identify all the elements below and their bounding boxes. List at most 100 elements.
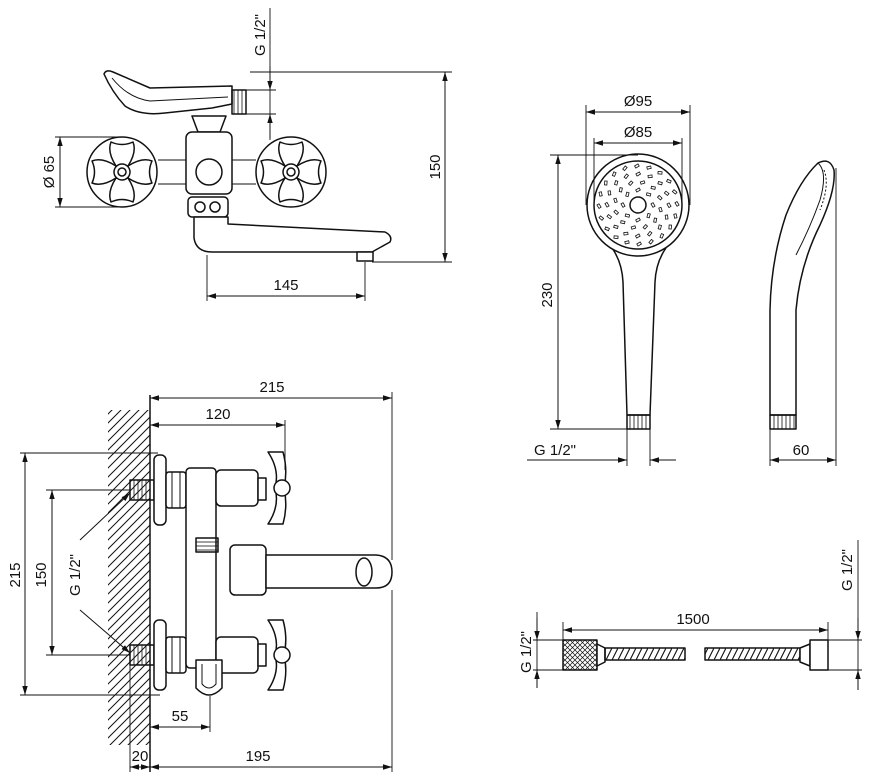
dim-hose-thread-left: G 1/2" [518,612,563,688]
dim-label-handle-diameter: Ø 65 [41,156,58,189]
hose-right-nut [809,639,829,671]
shower-handle [611,247,667,416]
nozzle [664,214,669,220]
dim-inlet-thread: G 1/2" [67,492,131,654]
spout [193,216,392,253]
nozzle [674,201,680,207]
dim-label-holder-offset: 55 [172,708,189,725]
nozzle [624,240,630,245]
nozzle [598,215,605,221]
nozzle [666,202,672,209]
nozzle [613,224,619,229]
nozzle [659,233,665,239]
upper-inlet-thread [129,479,155,501]
shower-head-side: 60 [769,160,837,466]
dim-label-shower-depth: 60 [793,442,810,459]
nozzle [596,203,602,209]
nozzle [620,202,626,208]
lower-flange [153,619,167,691]
nozzle [671,189,678,195]
dim-shower-length: 230 [539,154,638,430]
dim-spout-length: 145 [206,255,366,301]
central-column [185,467,217,669]
hose-left-nut [562,639,598,671]
shower-side-thread [769,414,797,430]
dim-label-spout-reach: 195 [245,748,270,765]
dim-height: 150 [250,71,452,263]
nozzle [645,192,652,197]
nozzle [604,226,610,232]
upper-cross-handle [267,451,291,525]
nozzle [635,171,642,177]
nozzle [657,224,662,230]
dim-label-height: 150 [427,154,444,179]
nozzle [657,171,663,175]
nozzle [648,238,654,245]
front-view-mixer: G 1/2" 150 Ø 65 145 [41,8,452,301]
lever-neck [191,115,227,133]
dim-body-offset: 120 [150,406,286,470]
dim-inlet-spacing: 150 [33,489,130,656]
dim-thread-front: G 1/2" [246,8,276,140]
nozzle [623,173,630,180]
nozzle [673,213,678,219]
nozzle [622,165,628,172]
hose-right-cone [799,643,811,667]
dim-shower-thread: G 1/2" [527,429,676,466]
upper-eccentric [165,471,187,509]
shower-head-front: Ø95 Ø85 230 G 1/2" [527,93,691,466]
dim-wall-gap: 20 [129,665,150,772]
right-cross-handle [255,136,327,208]
dim-label-inner-diameter: Ø85 [624,124,652,141]
dim-inner-diameter: Ø85 [593,124,683,205]
dim-label-hose-length: 1500 [676,611,709,628]
dim-label-overall-height: 215 [7,562,24,587]
nozzle [611,171,617,177]
dim-label-overall-width: 215 [259,379,284,396]
nozzle [614,180,619,186]
dim-hose-thread-right: G 1/2" [828,540,862,690]
dim-label-inlet-thread: G 1/2" [67,554,84,596]
nozzle [634,163,640,169]
nozzle [613,235,619,239]
spout-connector [229,544,267,596]
column-ring [195,537,219,553]
nozzle [606,213,613,220]
lower-inlet-thread [129,644,155,666]
plan-spout [265,554,393,589]
nozzle [650,185,656,190]
dim-overall-height: 215 [7,452,160,696]
dim-overall-width: 215 [150,379,393,560]
dim-shower-depth: 60 [769,168,837,466]
nozzle [656,194,663,201]
upper-flange [153,454,167,526]
nozzle [639,180,646,185]
nozzle [604,201,610,208]
dim-label-hose-thread-right: G 1/2" [839,549,856,591]
nozzle [620,220,626,225]
dim-handle-diameter: Ø 65 [41,136,122,208]
nozzle [646,165,652,170]
lever-handle [103,70,233,115]
nozzle [653,217,658,223]
nozzle [666,178,672,184]
body-center-cap [195,158,223,186]
plan-view-mixer: 215 120 215 150 G 1/2" 55 [7,379,393,772]
nozzle [634,233,641,239]
nozzle [658,206,663,213]
dim-label-hose-thread-left: G 1/2" [518,631,535,673]
shower-side-profile [769,160,835,416]
outlet-thread [231,89,247,115]
nozzle [657,181,663,186]
nozzle [613,209,620,216]
diverter [187,196,229,218]
dim-label-wall-gap: 20 [132,748,149,765]
nozzle-pattern [596,163,680,247]
left-cross-handle [86,136,158,208]
nozzle [650,202,656,208]
dim-spout-reach: 195 [150,590,393,772]
shower-holder [195,659,223,696]
nozzle [663,190,670,197]
nozzle [627,180,634,187]
